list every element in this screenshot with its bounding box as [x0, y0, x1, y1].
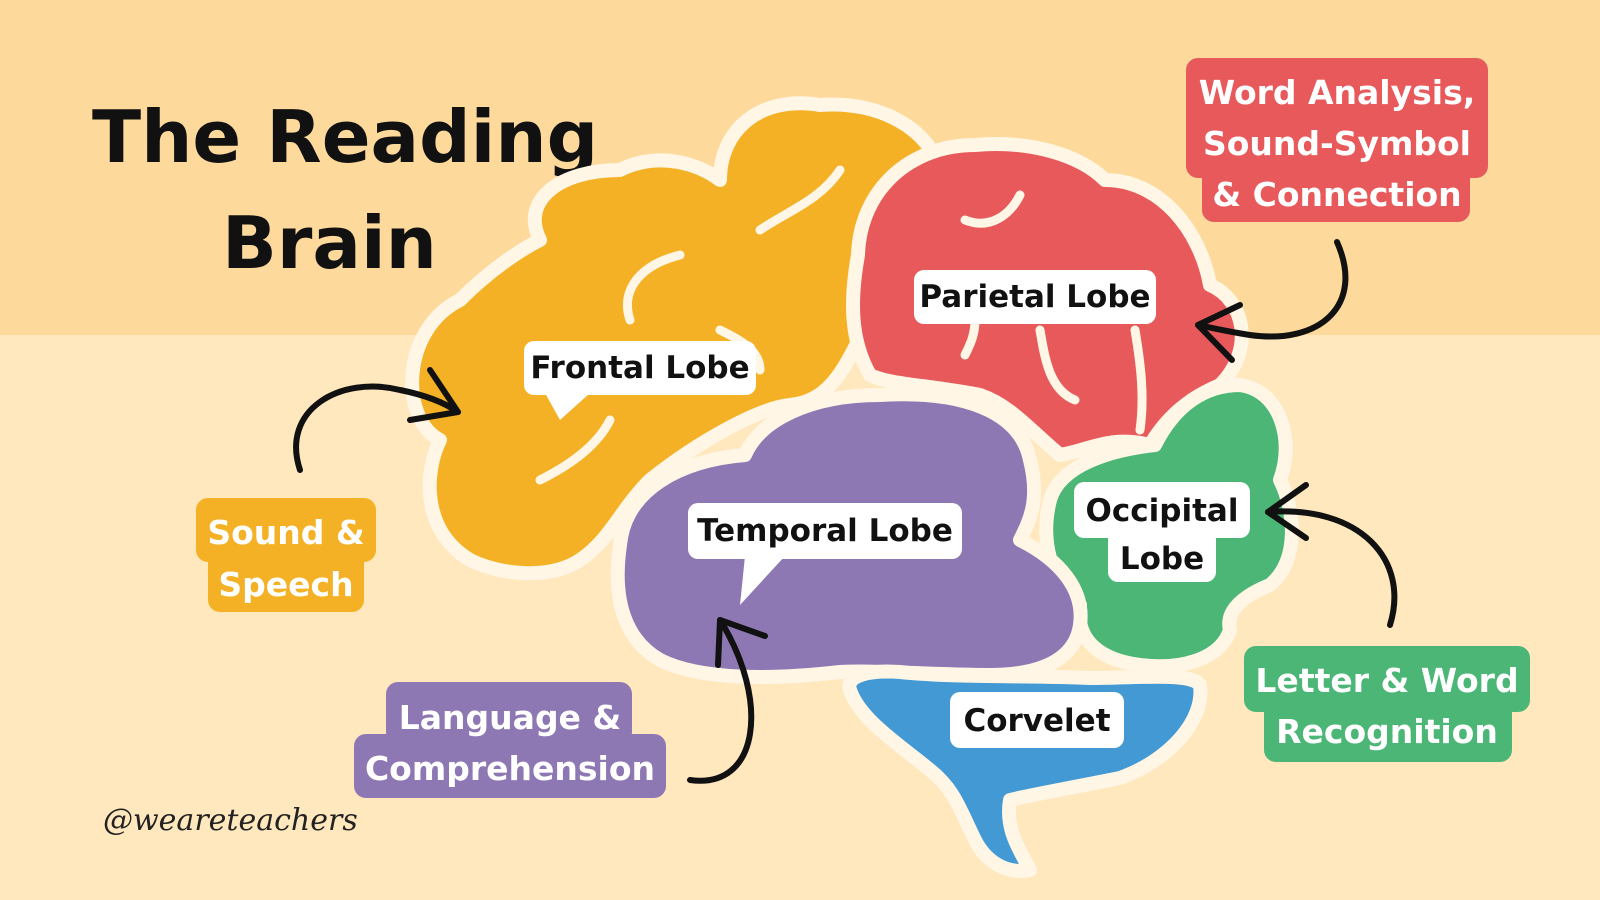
arrow-to-temporal-shaft — [687, 617, 755, 784]
frontal-sulcus-3 — [755, 165, 845, 235]
parietal-lobe-label: Parietal Lobe — [919, 279, 1150, 315]
parietal-sulcus-3 — [1130, 325, 1147, 435]
occipital-lobe-label-box: Occipital Lobe — [1074, 482, 1250, 582]
arrow-to-frontal — [293, 367, 461, 473]
arrow-to-occipital-head — [1265, 482, 1309, 541]
title-line-2: Brain — [222, 201, 437, 285]
language-comprehension-line-2: Comprehension — [365, 749, 655, 788]
sound-speech-line-2: Speech — [218, 565, 353, 604]
credit-handle: @weareteachers — [103, 803, 358, 838]
frontal-lobe-label: Frontal Lobe — [530, 350, 749, 386]
arrow-to-frontal-head — [407, 367, 461, 423]
word-analysis-bg-top — [1186, 58, 1488, 178]
word-analysis-label: Word Analysis, Sound-Symbol & Connection — [1186, 58, 1488, 222]
arrow-to-parietal-head — [1195, 302, 1243, 363]
language-comprehension-bg-top — [386, 682, 632, 744]
temporal-lobe-label-box: Temporal Lobe — [688, 503, 962, 605]
occipital-lobe-label-line-2: Lobe — [1120, 541, 1204, 577]
temporal-lobe-label-pointer — [740, 556, 785, 605]
language-comprehension-line-1: Language & — [399, 698, 621, 737]
cerebellum-label-bg — [950, 692, 1124, 748]
title-line-1: The Reading — [92, 95, 598, 179]
frontal-sulcus-1 — [622, 250, 685, 325]
arrow-to-occipital — [1265, 482, 1398, 628]
arrow-to-temporal-head — [715, 617, 768, 668]
parietal-sulcus-1 — [960, 190, 1025, 228]
occipital-lobe-label-bg-top — [1074, 482, 1250, 538]
occipital-lobe-label-bg-bottom — [1108, 530, 1216, 582]
parietal-sulcus-2 — [1035, 325, 1080, 405]
letter-word-recognition-line-2: Recognition — [1276, 712, 1498, 751]
language-comprehension-label: Language & Comprehension — [354, 682, 666, 798]
letter-word-recognition-label: Letter & Word Recognition — [1244, 646, 1530, 762]
language-comprehension-bg-bottom — [354, 734, 666, 798]
frontal-lobe-label-bg — [524, 341, 756, 395]
frontal-lobe-label-box: Frontal Lobe — [524, 341, 756, 420]
cerebellum-label: Corvelet — [963, 703, 1110, 739]
arrow-to-occipital-shaft — [1265, 508, 1398, 628]
sound-speech-bg-top — [196, 498, 376, 562]
word-analysis-line-3: & Connection — [1212, 175, 1461, 214]
cerebellum-label-box: Corvelet — [950, 692, 1124, 748]
temporal-lobe-label-bg — [688, 503, 962, 559]
arrow-to-temporal — [687, 617, 768, 784]
frontal-lobe-shape — [405, 96, 948, 581]
sound-speech-label: Sound & Speech — [196, 498, 376, 612]
arrow-to-frontal-shaft — [293, 383, 461, 473]
word-analysis-bg-bottom — [1202, 160, 1470, 222]
arrows — [293, 239, 1398, 784]
occipital-lobe-label-line-1: Occipital — [1086, 493, 1239, 529]
letter-word-recognition-line-1: Letter & Word — [1255, 661, 1518, 700]
sound-speech-line-1: Sound & — [207, 513, 364, 552]
parietal-lobe-label-box: Parietal Lobe — [914, 270, 1156, 324]
word-analysis-line-1: Word Analysis, — [1199, 73, 1476, 112]
frontal-lobe-label-pointer — [545, 393, 590, 420]
arrow-to-parietal — [1195, 239, 1349, 363]
sound-speech-bg-bottom — [208, 550, 364, 612]
temporal-lobe-label: Temporal Lobe — [697, 513, 953, 549]
word-analysis-line-2: Sound-Symbol — [1203, 124, 1471, 163]
arrow-to-parietal-shaft — [1195, 239, 1349, 340]
letter-word-recognition-bg-top — [1244, 646, 1530, 712]
letter-word-recognition-bg-bottom — [1264, 700, 1512, 762]
frontal-sulcus-2 — [535, 415, 615, 485]
parietal-lobe-label-bg — [914, 270, 1156, 324]
